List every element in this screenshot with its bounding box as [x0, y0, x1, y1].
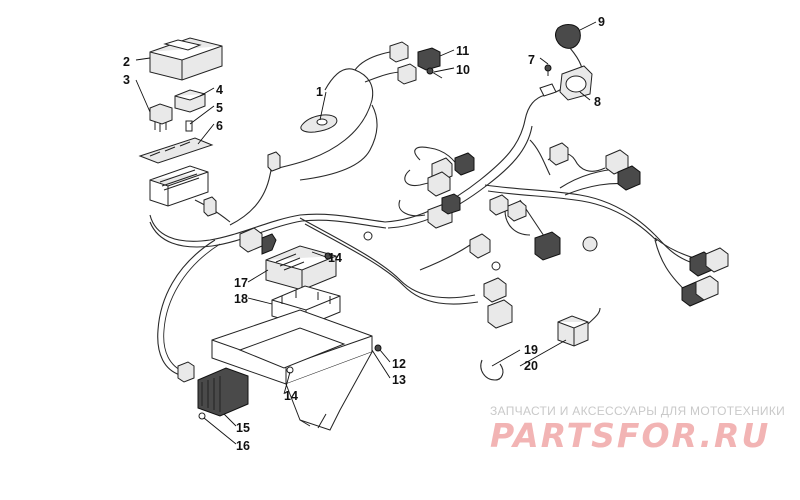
callout-12: 12 [392, 357, 406, 371]
callout-8: 8 [594, 95, 601, 109]
callout-13: 13 [392, 373, 406, 387]
watermark-logo: PARTSFOR.RU [490, 416, 771, 455]
screw-7-part [544, 64, 552, 76]
callout-20: 20 [524, 359, 538, 373]
battery-tray-part [211, 309, 373, 431]
relay-19-part [557, 307, 601, 347]
cable-tie-part [480, 359, 504, 381]
bolt-10-part [426, 67, 443, 79]
ignition-coil-part [539, 65, 593, 101]
callout-5: 5 [216, 101, 223, 115]
callout-1: 1 [316, 85, 323, 99]
voltage-regulator-part [197, 367, 249, 420]
callout-numbers: 1 2 3 4 5 6 7 8 9 10 11 12 13 14 14 15 1… [123, 15, 605, 453]
callout-10: 10 [456, 63, 470, 77]
relay-part [174, 89, 206, 113]
fuse-cover-part [149, 37, 223, 81]
callout-6: 6 [216, 119, 223, 133]
callout-11: 11 [456, 44, 469, 58]
harness-clip-part [300, 114, 338, 133]
callout-4: 4 [216, 83, 223, 97]
callout-9: 9 [598, 15, 605, 29]
callout-14-bottom: 14 [284, 389, 298, 403]
relay-pins-part [149, 103, 173, 132]
callout-16: 16 [236, 439, 250, 453]
fuse-part [185, 120, 193, 132]
callout-18: 18 [234, 292, 248, 306]
right-connectors [489, 142, 729, 307]
ecu-module-part [265, 245, 337, 291]
callout-19: 19 [524, 343, 538, 357]
fuse-box-part [149, 165, 209, 207]
harness-connectors [177, 151, 513, 383]
leader-lines [135, 21, 597, 445]
watermark-caption: ЗАПЧАСТИ И АКСЕССУАРЫ ДЛЯ МОТОТЕХНИКИ [490, 404, 786, 418]
screw-12-part [374, 344, 382, 352]
callout-7: 7 [528, 53, 535, 67]
callout-15: 15 [236, 421, 250, 435]
fuse-panel-label-part [138, 137, 214, 164]
callout-2: 2 [123, 55, 130, 69]
connector-11-part [389, 41, 441, 85]
callout-14-top: 14 [328, 251, 342, 265]
spark-cap-part [555, 24, 584, 83]
callout-17: 17 [234, 276, 248, 290]
callout-3: 3 [123, 73, 130, 87]
